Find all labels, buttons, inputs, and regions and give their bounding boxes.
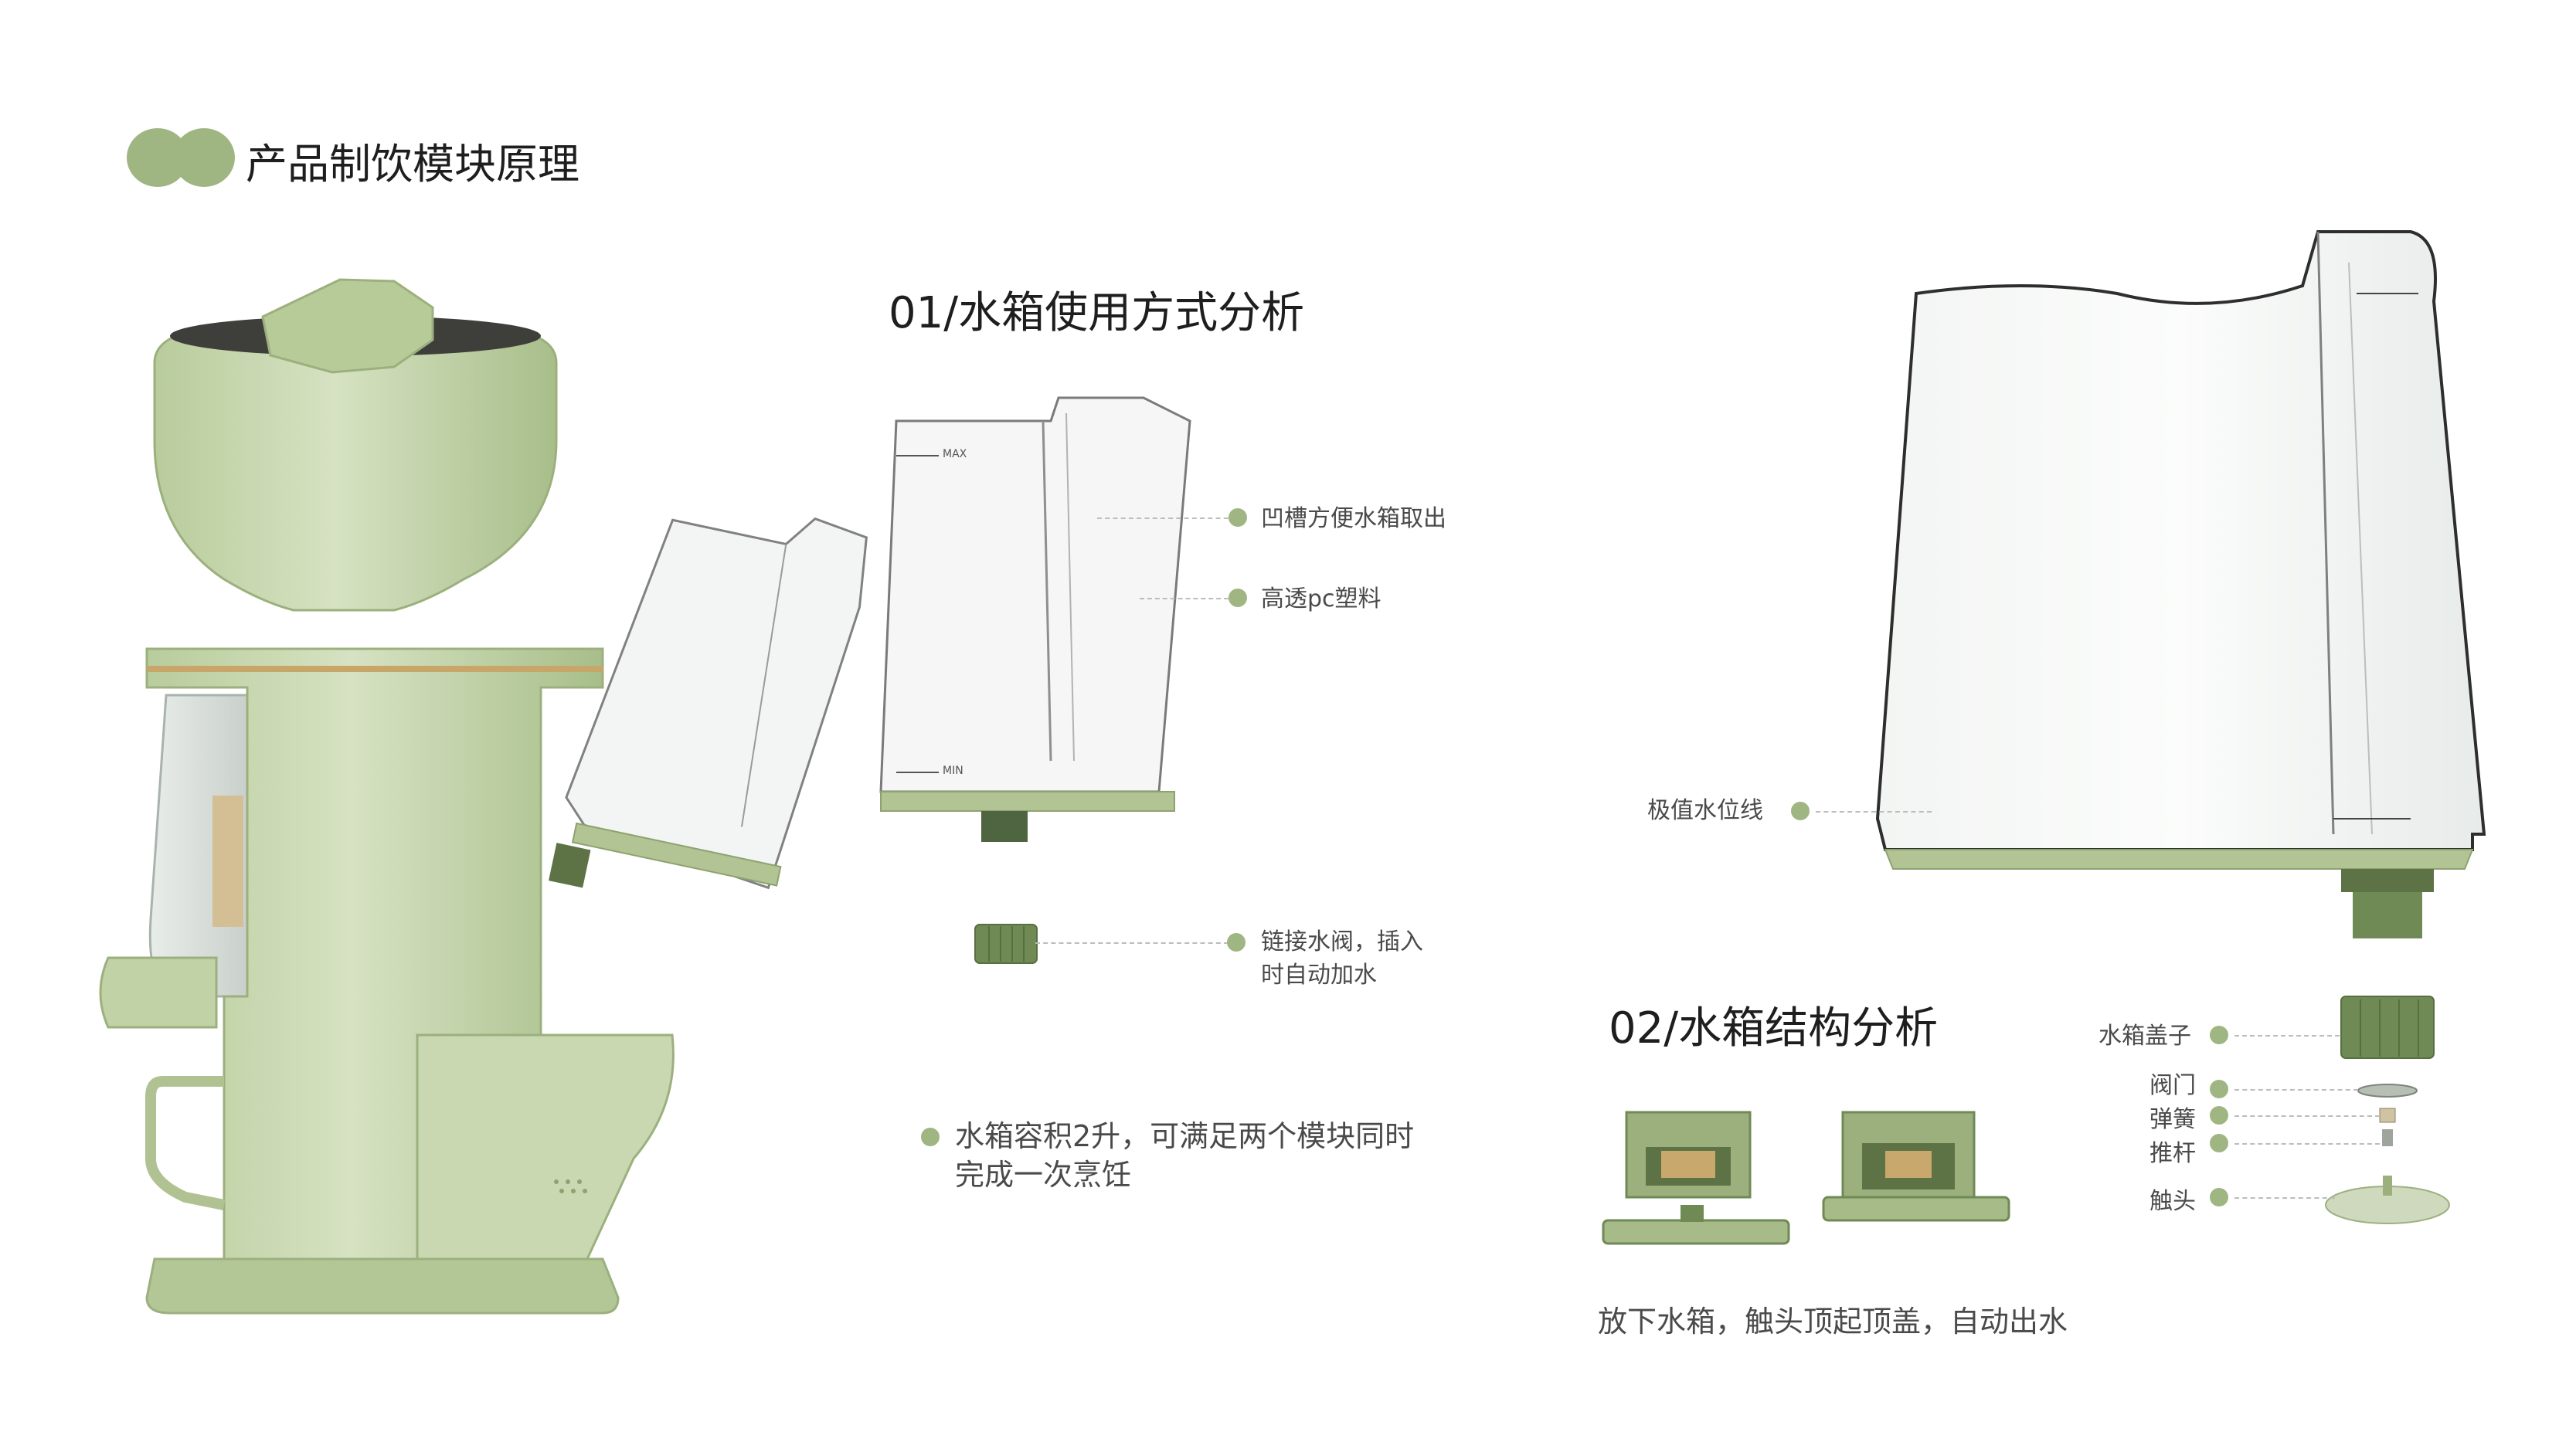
tank-min-mark: MIN bbox=[943, 765, 963, 777]
section1-heading: 01/水箱使用方式分析 bbox=[889, 288, 1305, 338]
part-dot-spring bbox=[2210, 1106, 2228, 1125]
title-logo bbox=[127, 127, 236, 188]
capacity-note-line1: 水箱容积2升，可满足两个模块同时 bbox=[955, 1119, 1415, 1153]
material-label: 高透pc塑料 bbox=[1261, 585, 1381, 613]
water-level-leader-line bbox=[1816, 811, 1932, 813]
part-label-rod: 推杆 bbox=[2149, 1140, 2196, 1167]
valve-open-image bbox=[1822, 1111, 2010, 1222]
part-dot-valve bbox=[2210, 1080, 2228, 1098]
tilted-water-tank-image bbox=[549, 517, 868, 890]
material-dot bbox=[1229, 589, 1247, 607]
groove-label: 凹槽方便水箱取出 bbox=[1261, 505, 1446, 532]
valve-cap-image bbox=[974, 924, 1038, 964]
note-dot bbox=[921, 1128, 940, 1146]
part-dot-contact bbox=[2210, 1188, 2228, 1206]
section2-heading: 02/水箱结构分析 bbox=[1609, 1003, 1939, 1054]
part-label-contact: 触头 bbox=[2149, 1188, 2196, 1215]
tank-max-mark: MAX bbox=[943, 448, 967, 460]
large-water-tank-image bbox=[1875, 230, 2486, 938]
upright-water-tank-image bbox=[879, 396, 1191, 842]
section2-caption: 放下水箱，触头顶起顶盖，自动出水 bbox=[1598, 1305, 2068, 1339]
exploded-parts-image bbox=[2325, 996, 2450, 1224]
groove-leader-line bbox=[1097, 518, 1236, 519]
valve-label-line1: 链接水阀，插入 bbox=[1261, 928, 1423, 955]
material-leader-line bbox=[1140, 598, 1236, 599]
valve-closed-image bbox=[1602, 1111, 1790, 1245]
valve-label-line2: 时自动加水 bbox=[1261, 962, 1377, 989]
part-leader-cap bbox=[2234, 1035, 2340, 1037]
title-logo-icon bbox=[127, 128, 235, 187]
part-leader-spring bbox=[2234, 1115, 2380, 1117]
capacity-note-line2: 完成一次烹饪 bbox=[955, 1158, 1132, 1192]
part-leader-rod bbox=[2234, 1143, 2380, 1145]
page-title: 产品制饮模块原理 bbox=[246, 140, 579, 188]
part-label-spring: 弹簧 bbox=[2149, 1106, 2196, 1133]
drink-machine-image bbox=[99, 278, 675, 1315]
water-level-label: 极值水位线 bbox=[1647, 797, 1763, 824]
part-dot-rod bbox=[2210, 1134, 2228, 1152]
valve-leader-line bbox=[1035, 942, 1229, 944]
part-leader-valve bbox=[2234, 1089, 2358, 1091]
part-label-cap: 水箱盖子 bbox=[2099, 1023, 2191, 1050]
groove-dot bbox=[1229, 508, 1247, 527]
water-level-dot bbox=[1791, 802, 1810, 820]
part-leader-contact bbox=[2234, 1197, 2335, 1199]
valve-dot bbox=[1227, 933, 1246, 952]
part-dot-cap bbox=[2210, 1026, 2228, 1044]
part-label-valve: 阀门 bbox=[2149, 1072, 2196, 1099]
